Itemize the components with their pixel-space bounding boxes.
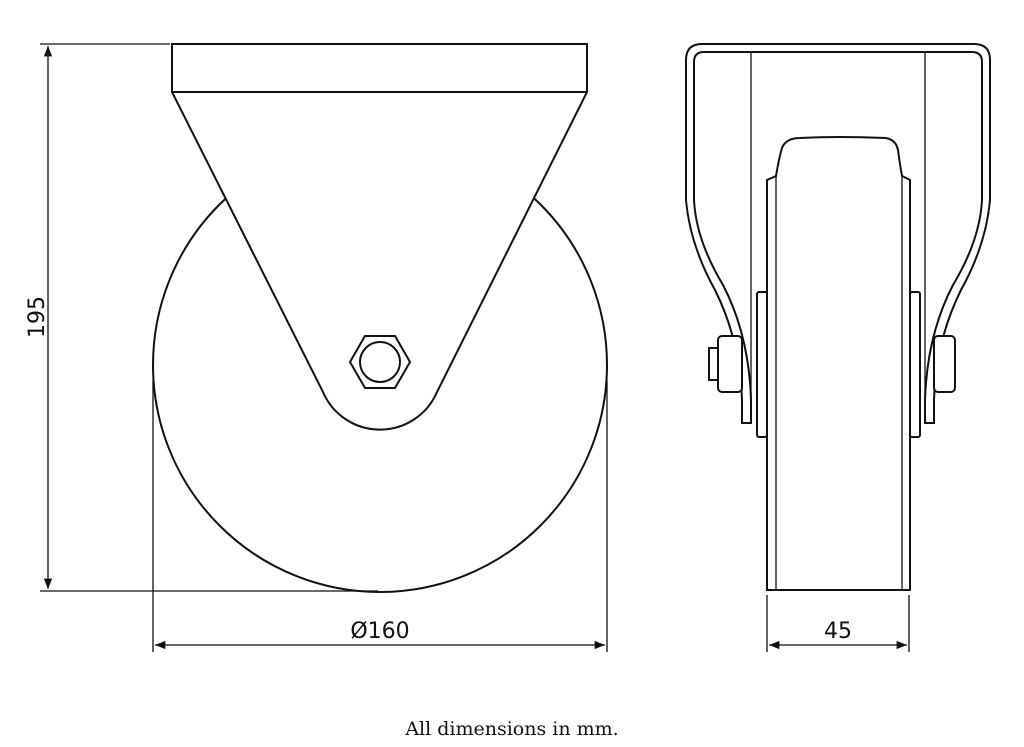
front-view <box>685 43 991 591</box>
diameter-label: Ø160 <box>350 619 409 644</box>
caption: All dimensions in mm. <box>405 718 619 740</box>
width-dimension: 45 <box>766 595 910 652</box>
bolt-end <box>708 347 719 381</box>
height-label: 195 <box>25 296 50 338</box>
axle <box>359 341 401 383</box>
hub-plate-right <box>909 291 921 438</box>
diameter-dimension: Ø160 <box>152 380 608 652</box>
nut-right <box>933 335 956 393</box>
fixed-bracket <box>171 43 588 431</box>
hub-plate-left <box>756 291 768 438</box>
wheel-front <box>766 136 911 591</box>
nut-left <box>717 335 743 393</box>
height-dimension: 195 <box>25 43 378 592</box>
width-label: 45 <box>824 619 852 644</box>
side-view <box>152 43 608 593</box>
